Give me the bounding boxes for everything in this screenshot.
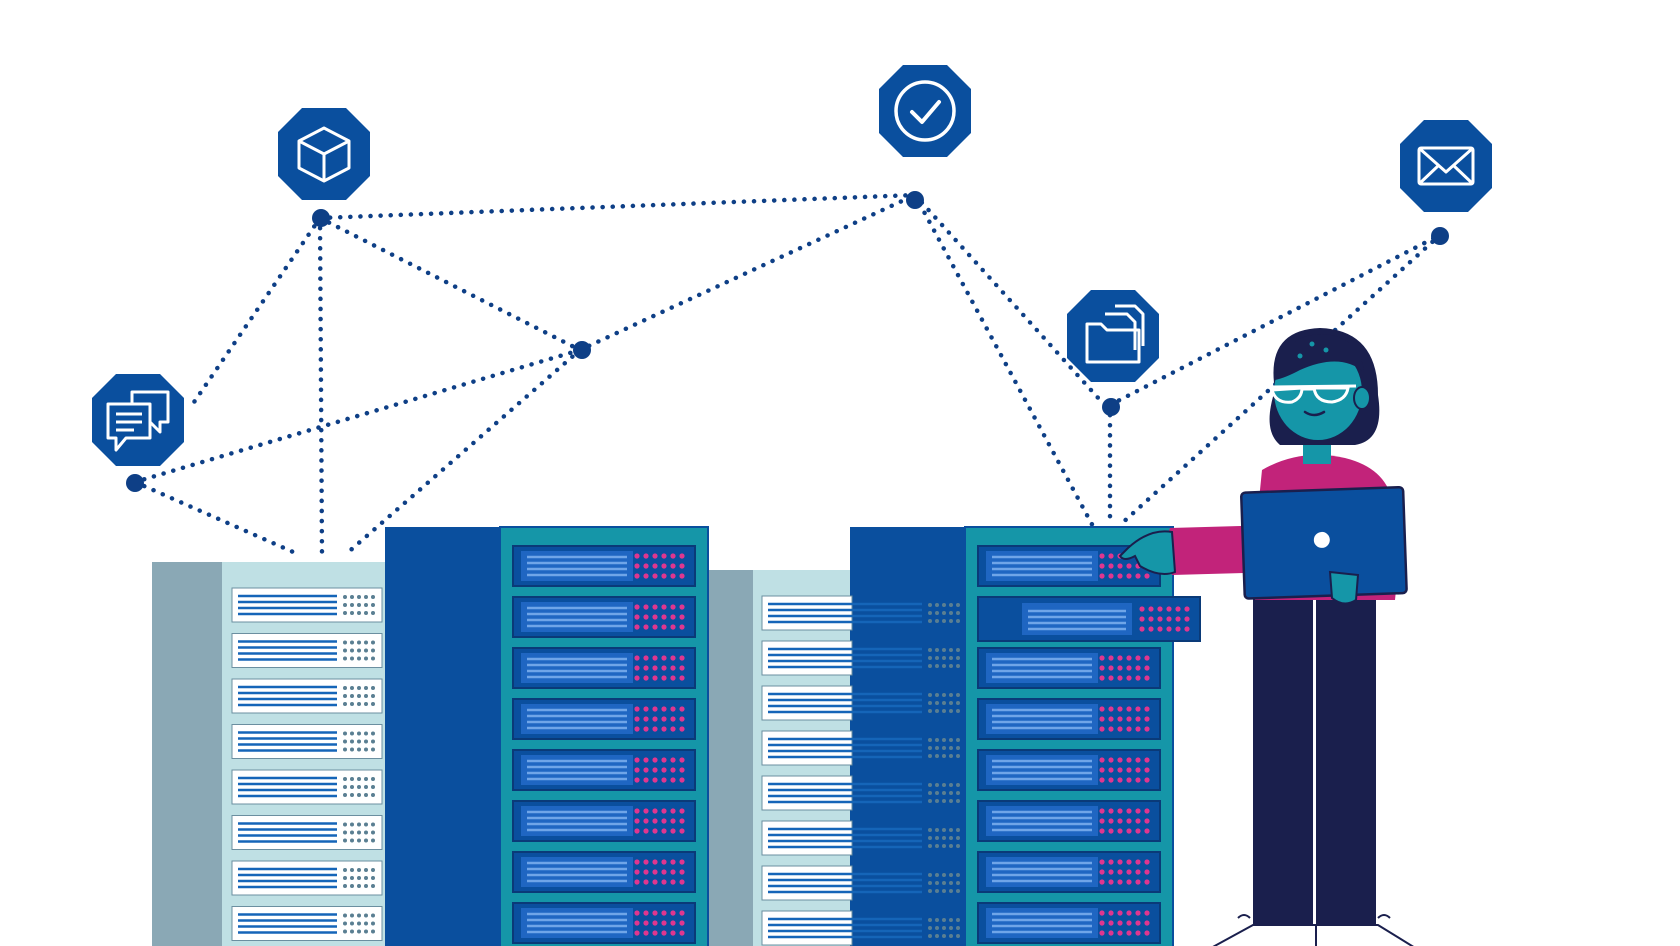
cube-icon [278, 108, 370, 200]
server-unit [761, 685, 960, 721]
network-node [1102, 398, 1120, 416]
laptop [1240, 485, 1408, 600]
connection-line [342, 347, 583, 558]
right-shoe [1315, 924, 1414, 946]
server-drawer-pulled [977, 596, 1201, 642]
server-unit [977, 851, 1161, 893]
chat-bubbles-icon [92, 374, 184, 466]
server-unit [231, 769, 383, 805]
server-unit [512, 749, 696, 791]
network-node [312, 209, 330, 227]
connection-line [317, 192, 918, 221]
folder-documents-icon [1067, 290, 1159, 382]
server-unit [231, 906, 383, 941]
server-unit [761, 865, 960, 901]
connection-line [577, 192, 918, 353]
hand-holding-laptop [1328, 570, 1360, 605]
connection-line [1107, 232, 1443, 408]
network-node [906, 191, 924, 209]
left-leg [1253, 590, 1313, 930]
server-unit [512, 902, 696, 944]
server-unit [977, 647, 1161, 689]
envelope-icon [1400, 120, 1492, 212]
connection-line [132, 347, 583, 485]
woman-with-laptop [1118, 328, 1414, 946]
server-unit [512, 698, 696, 740]
server-unit [977, 902, 1161, 944]
hand-on-server [1118, 530, 1177, 575]
server-unit [512, 800, 696, 842]
glasses [1270, 384, 1357, 404]
network-node [573, 341, 591, 359]
server-unit [512, 545, 696, 587]
server-unit [761, 595, 960, 631]
server-unit [761, 640, 960, 676]
server-unit [977, 698, 1161, 740]
server-unit [512, 647, 696, 689]
check-circle-icon [879, 65, 971, 157]
network-node [126, 474, 144, 492]
server-unit [977, 749, 1161, 791]
server-unit [761, 730, 960, 766]
server-unit [231, 633, 383, 668]
server-unit [512, 596, 696, 638]
left-shoe [1212, 924, 1317, 946]
server-unit [231, 678, 383, 714]
server-unit [231, 587, 383, 623]
server-unit [761, 775, 960, 811]
network-connections [132, 192, 1443, 558]
server-unit [761, 910, 960, 946]
network-node [1431, 227, 1449, 245]
right-leg [1316, 590, 1376, 930]
laptop-logo [1313, 531, 1330, 548]
server-unit [761, 820, 960, 856]
connection-line [187, 215, 323, 411]
server-unit [231, 860, 383, 896]
connection-line [317, 215, 583, 353]
connection-line [317, 215, 325, 558]
server-units [231, 545, 1161, 946]
connection-line [1117, 232, 1443, 528]
network-nodes [126, 191, 1449, 492]
server-unit [231, 815, 383, 850]
connection-line [132, 479, 303, 558]
server-unit [512, 851, 696, 893]
connection-line [912, 192, 1098, 533]
server-unit [231, 724, 383, 759]
connection-line [912, 192, 1103, 403]
server-unit [977, 800, 1161, 842]
